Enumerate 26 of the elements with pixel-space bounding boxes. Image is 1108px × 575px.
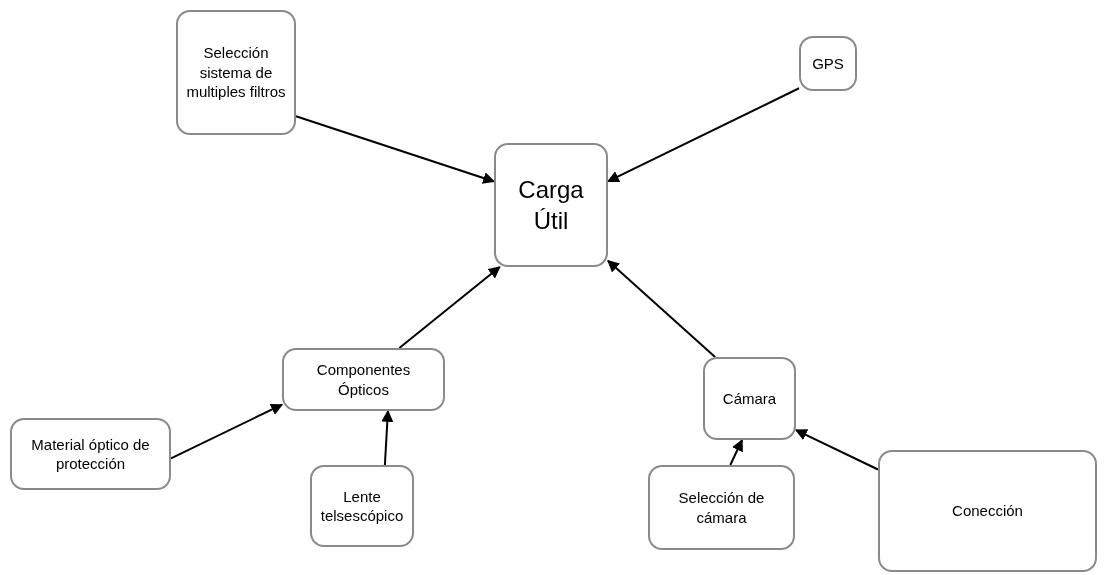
rounded-box — [176, 10, 296, 135]
box-label: Componentes Ópticos — [315, 360, 412, 399]
arrow — [794, 429, 879, 471]
rounded-box — [878, 450, 1097, 572]
arrow — [607, 259, 717, 358]
box-label: Cámara — [722, 388, 777, 409]
box-label: Selección de cámara — [677, 488, 766, 527]
box-label: Carga Útil — [517, 174, 585, 236]
rounded-box — [494, 143, 608, 267]
arrow — [398, 266, 501, 349]
rounded-box — [648, 465, 795, 550]
box-label: Selección sistema de multiples filtros — [186, 43, 286, 102]
box-label: GPS — [812, 53, 844, 74]
rounded-box — [799, 36, 857, 91]
arrow — [381, 409, 394, 466]
arrow — [729, 438, 744, 466]
arrow — [606, 87, 800, 183]
rounded-box — [10, 418, 171, 490]
box-label: Lente telsescópico — [320, 486, 404, 526]
box-label: Material óptico de protección — [30, 434, 151, 474]
arrow — [295, 115, 496, 184]
rounded-box — [282, 348, 445, 411]
arrow — [170, 403, 284, 460]
rounded-box — [703, 357, 796, 440]
rounded-box — [310, 465, 414, 547]
box-label: Conección — [952, 501, 1023, 521]
